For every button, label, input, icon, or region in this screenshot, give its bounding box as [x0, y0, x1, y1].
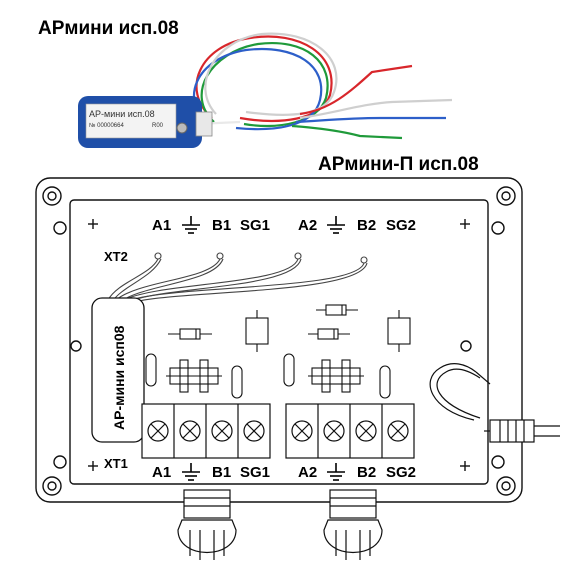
module-photo: АР-мини исп.08 № 00000664 R00 — [78, 32, 453, 148]
module-led — [176, 122, 188, 134]
terminal-screw — [355, 420, 377, 442]
surge-arrester-1 — [166, 359, 222, 393]
side-bump-left — [70, 340, 82, 352]
ar-mini-module: АР-мини исп08 — [91, 297, 145, 443]
right-cable-gland — [429, 363, 560, 443]
ground-icon — [182, 463, 200, 481]
wire-white-tail — [299, 98, 453, 120]
side-notch-right-bot — [491, 455, 505, 469]
xt2-label: XT2 — [104, 249, 128, 264]
bottom-label-b1: B1 — [212, 464, 231, 481]
screw-cross-bl — [88, 461, 98, 471]
screw-cross-br — [460, 461, 470, 471]
screw-cross-tl — [88, 219, 98, 229]
terminal-screw — [179, 420, 201, 442]
terminal-screw — [147, 420, 169, 442]
ground-icon — [327, 216, 345, 234]
module-sticker-rev: R00 — [152, 123, 164, 129]
bottom-label-sg1: SG1 — [240, 464, 270, 481]
xt2-wires — [107, 252, 368, 303]
photo-title: АРмини исп.08 — [38, 18, 179, 39]
top-label-sg2: SG2 — [386, 217, 416, 234]
module-sticker-label: АР-мини исп.08 — [89, 109, 155, 119]
module-sticker-serial: № 00000664 — [89, 122, 124, 129]
module-collar — [195, 111, 213, 137]
screw-cross-tr — [460, 219, 470, 229]
wire-blue-loop — [192, 47, 323, 131]
cable-gland-left — [177, 489, 237, 560]
components — [145, 304, 411, 399]
mounting-hole-bl — [42, 476, 62, 496]
cable-gland-right — [323, 489, 383, 560]
enclosure — [35, 177, 523, 503]
surge-arrester-2 — [308, 359, 364, 393]
bottom-terminal-labels: XT1 A1 B1 SG1 A2 B2 SG2 — [104, 456, 416, 481]
top-label-b2: B2 — [357, 217, 376, 234]
top-terminal-labels: A1 B1 SG1 A2 B2 SG2 — [152, 216, 416, 234]
bottom-label-sg2: SG2 — [386, 464, 416, 481]
bottom-label-a1: A1 — [152, 464, 171, 481]
terminal-block-2 — [285, 403, 415, 459]
relay-2 — [387, 310, 411, 352]
wire-blue-tail — [295, 116, 446, 124]
slot-1 — [145, 353, 157, 387]
side-bump-right — [460, 340, 472, 352]
ground-icon — [327, 463, 345, 481]
enclosure-outer — [35, 177, 523, 503]
wire-green-tail — [291, 124, 403, 140]
bottom-label-b2: B2 — [357, 464, 376, 481]
side-notch-left-top — [53, 221, 67, 235]
top-label-a1: A1 — [152, 217, 171, 234]
mounting-hole-tl — [42, 186, 62, 206]
side-notch-right-top — [491, 221, 505, 235]
terminal-screw — [243, 420, 265, 442]
terminal-screw — [291, 420, 313, 442]
slot-3 — [283, 353, 295, 387]
diode-1 — [168, 328, 212, 340]
wire-red-tail — [299, 64, 413, 116]
module-sticker — [85, 103, 177, 139]
top-label-b1: B1 — [212, 217, 231, 234]
diode-3 — [308, 328, 350, 340]
slot-2 — [231, 365, 243, 399]
wire-red-loop — [195, 35, 333, 122]
terminal-screw — [323, 420, 345, 442]
enclosure-inner — [69, 199, 489, 485]
slot-4 — [379, 365, 391, 399]
bottom-label-a2: A2 — [298, 464, 317, 481]
xt1-label: XT1 — [104, 456, 128, 471]
side-notch-left-bot — [53, 455, 67, 469]
diagram-title: АРмини-П исп.08 — [318, 154, 479, 175]
top-label-a2: A2 — [298, 217, 317, 234]
relay-1 — [245, 310, 269, 352]
mounting-hole-tr — [496, 186, 516, 206]
terminal-screw — [387, 420, 409, 442]
mounting-hole-br — [496, 476, 516, 496]
wire-bundle — [192, 32, 453, 140]
top-label-sg1: SG1 — [240, 217, 270, 234]
terminal-block-1 — [141, 403, 271, 459]
ground-icon — [182, 216, 200, 234]
diode-2 — [316, 304, 358, 316]
module-vertical-label: АР-мини исп08 — [111, 325, 127, 430]
terminal-screw — [211, 420, 233, 442]
